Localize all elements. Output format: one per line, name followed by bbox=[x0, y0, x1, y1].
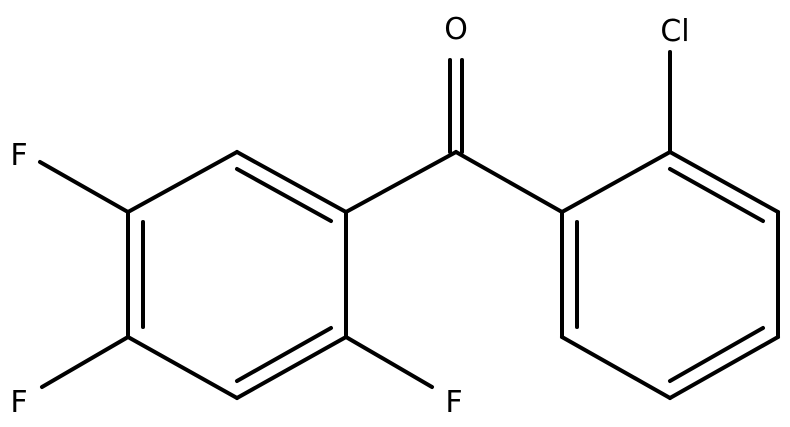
right-ring-bond-4-inner bbox=[668, 326, 765, 383]
fluorine-top-left-label: F bbox=[10, 138, 27, 173]
chlorine-label: Cl bbox=[660, 14, 689, 49]
left-ring-bond-5-inner bbox=[235, 326, 333, 383]
bond-carbonyl-to-chloro-ring bbox=[454, 150, 564, 214]
fluorine-bottom-left-label: F bbox=[10, 385, 27, 420]
right-ring-bond-5 bbox=[560, 335, 672, 400]
left-ring-bond-5 bbox=[235, 335, 348, 400]
fluorine-bottom-label: F bbox=[445, 385, 462, 420]
right-ring-bond-1 bbox=[560, 150, 672, 214]
oxygen-label: O bbox=[444, 12, 468, 47]
bond-to-fluorine-top-left bbox=[38, 160, 130, 214]
right-ring-bond-2 bbox=[668, 150, 780, 214]
bond-carbonyl-to-fluoro-ring bbox=[344, 150, 458, 214]
left-ring-bond-1 bbox=[235, 150, 348, 214]
right-ring-bond-4 bbox=[668, 335, 780, 400]
left-ring-bond-2 bbox=[126, 150, 239, 214]
left-ring-bond-1-inner bbox=[235, 167, 333, 223]
bond-to-fluorine-bottom bbox=[344, 335, 434, 389]
right-ring-bond-2-inner bbox=[668, 167, 765, 223]
bond-to-fluorine-bottom-left bbox=[40, 335, 130, 389]
left-ring-bond-4 bbox=[126, 335, 239, 400]
